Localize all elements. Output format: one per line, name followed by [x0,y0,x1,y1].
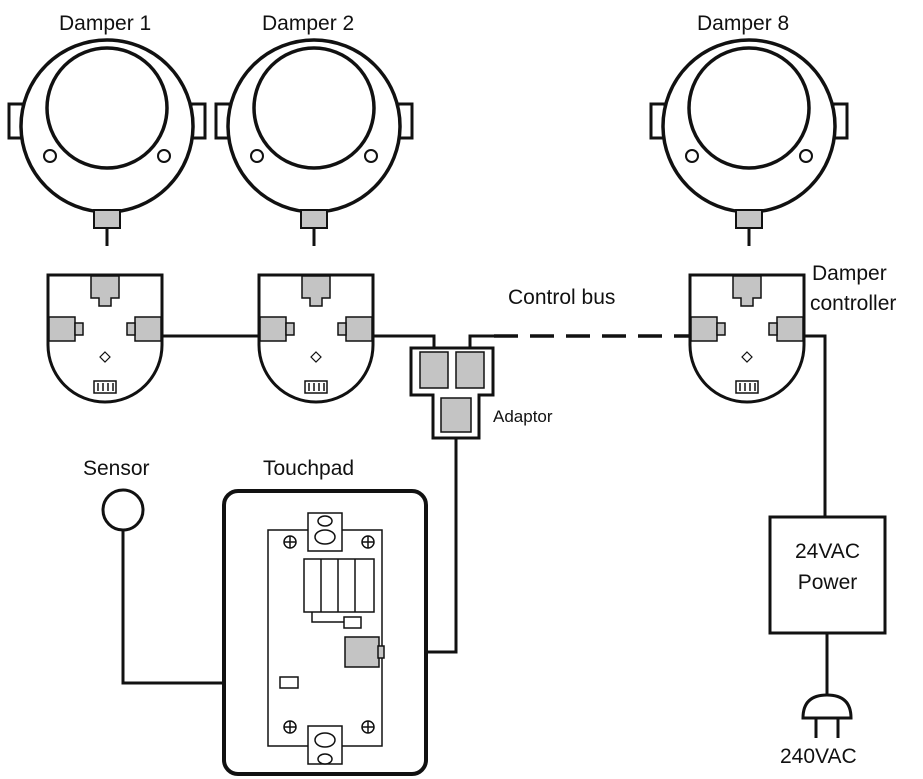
adaptor-unit [409,346,495,440]
touchpad-label: Touchpad [263,457,355,480]
power-supply-box [768,515,887,635]
damper-controller-1 [46,273,164,404]
control-bus-label: Control bus [508,286,616,309]
damper-2-unit [214,38,414,248]
sensor-label: Sensor [83,457,150,480]
damper-1-label: Damper 1 [59,12,152,35]
damper-1-unit [7,38,207,248]
power-wire [803,334,827,517]
touchpad-port [344,636,380,668]
bus-wire-2-adaptor [372,334,436,348]
damper-controller-8 [688,273,806,404]
damper-controller-label-line2: controller [810,292,897,315]
adaptor-label: Adaptor [493,407,553,426]
power-label-line1: 24VAC [795,540,860,563]
mains-label: 240VAC [780,745,857,768]
sensor-unit [101,488,145,532]
plug-icon [801,693,853,738]
damper-8-unit [649,38,849,248]
sensor-terminal [279,676,299,689]
damper-2-label: Damper 2 [262,12,355,35]
damper-controller-2 [257,273,375,404]
touchpad-switch-module [303,558,375,613]
power-label-line2: Power [797,571,858,594]
damper-8-label: Damper 8 [697,12,790,35]
damper-controller-label-line1: Damper [812,262,887,285]
